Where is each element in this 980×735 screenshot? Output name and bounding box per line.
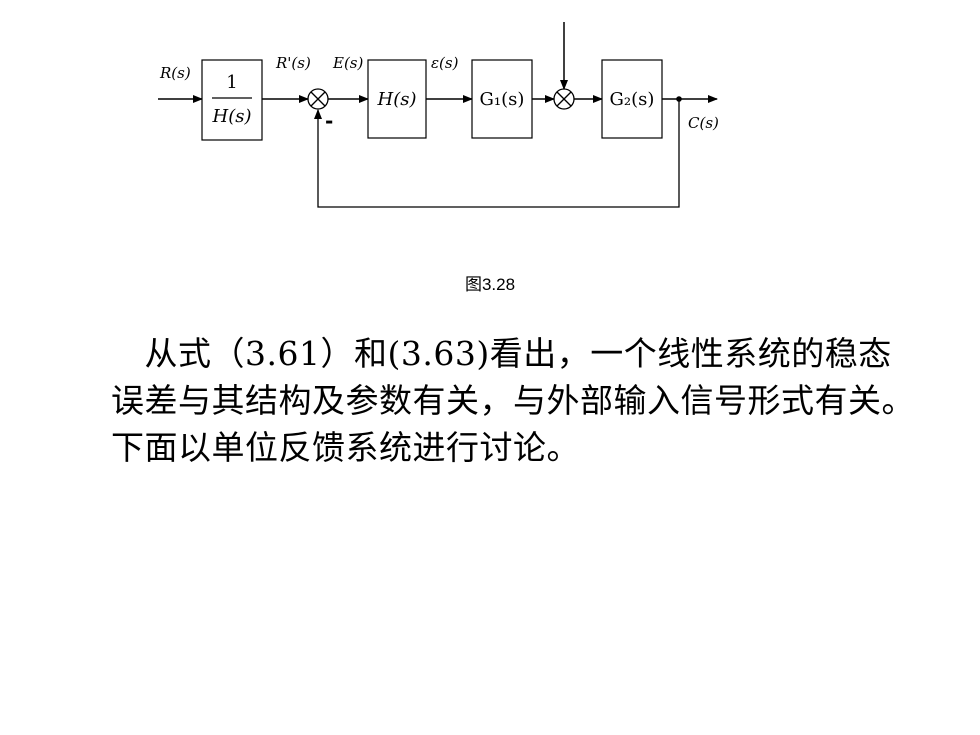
signal-error-eps-label: ε(s) (431, 54, 459, 72)
g1-block (471, 59, 533, 139)
g2-block (601, 59, 663, 139)
feedback-minus-sign: - (325, 109, 333, 133)
summing-junction-2 (553, 88, 575, 110)
signal-output-label: C(s) (688, 114, 719, 132)
figure-caption: 图3.28 (464, 275, 516, 294)
feedback-path (314, 99, 680, 208)
signal-reference-label: R'(s) (275, 54, 311, 72)
signal-input-label: R(s) (159, 64, 191, 82)
sensor-block (367, 59, 427, 139)
prefilter-block (201, 59, 263, 141)
signal-error-E-label: E(s) (332, 54, 363, 72)
prefilter-numerator: 1 (226, 72, 237, 93)
prefilter-denominator: H(s) (212, 106, 252, 127)
body-paragraph: 从式（3.61）和(3.63)看出，一个线性系统的稳态误差与其结构及参数有关，与… (111, 334, 915, 467)
sensor-block-label: H(s) (377, 89, 417, 110)
g2-block-label: G₂(s) (610, 89, 655, 110)
g1-block-label: G₁(s) (480, 89, 525, 110)
summing-junction-1 (307, 88, 329, 110)
block-diagram: R(s) 1 H(s) R'(s) - E(s) H(s) ε(s) G₁(s) (158, 22, 719, 208)
